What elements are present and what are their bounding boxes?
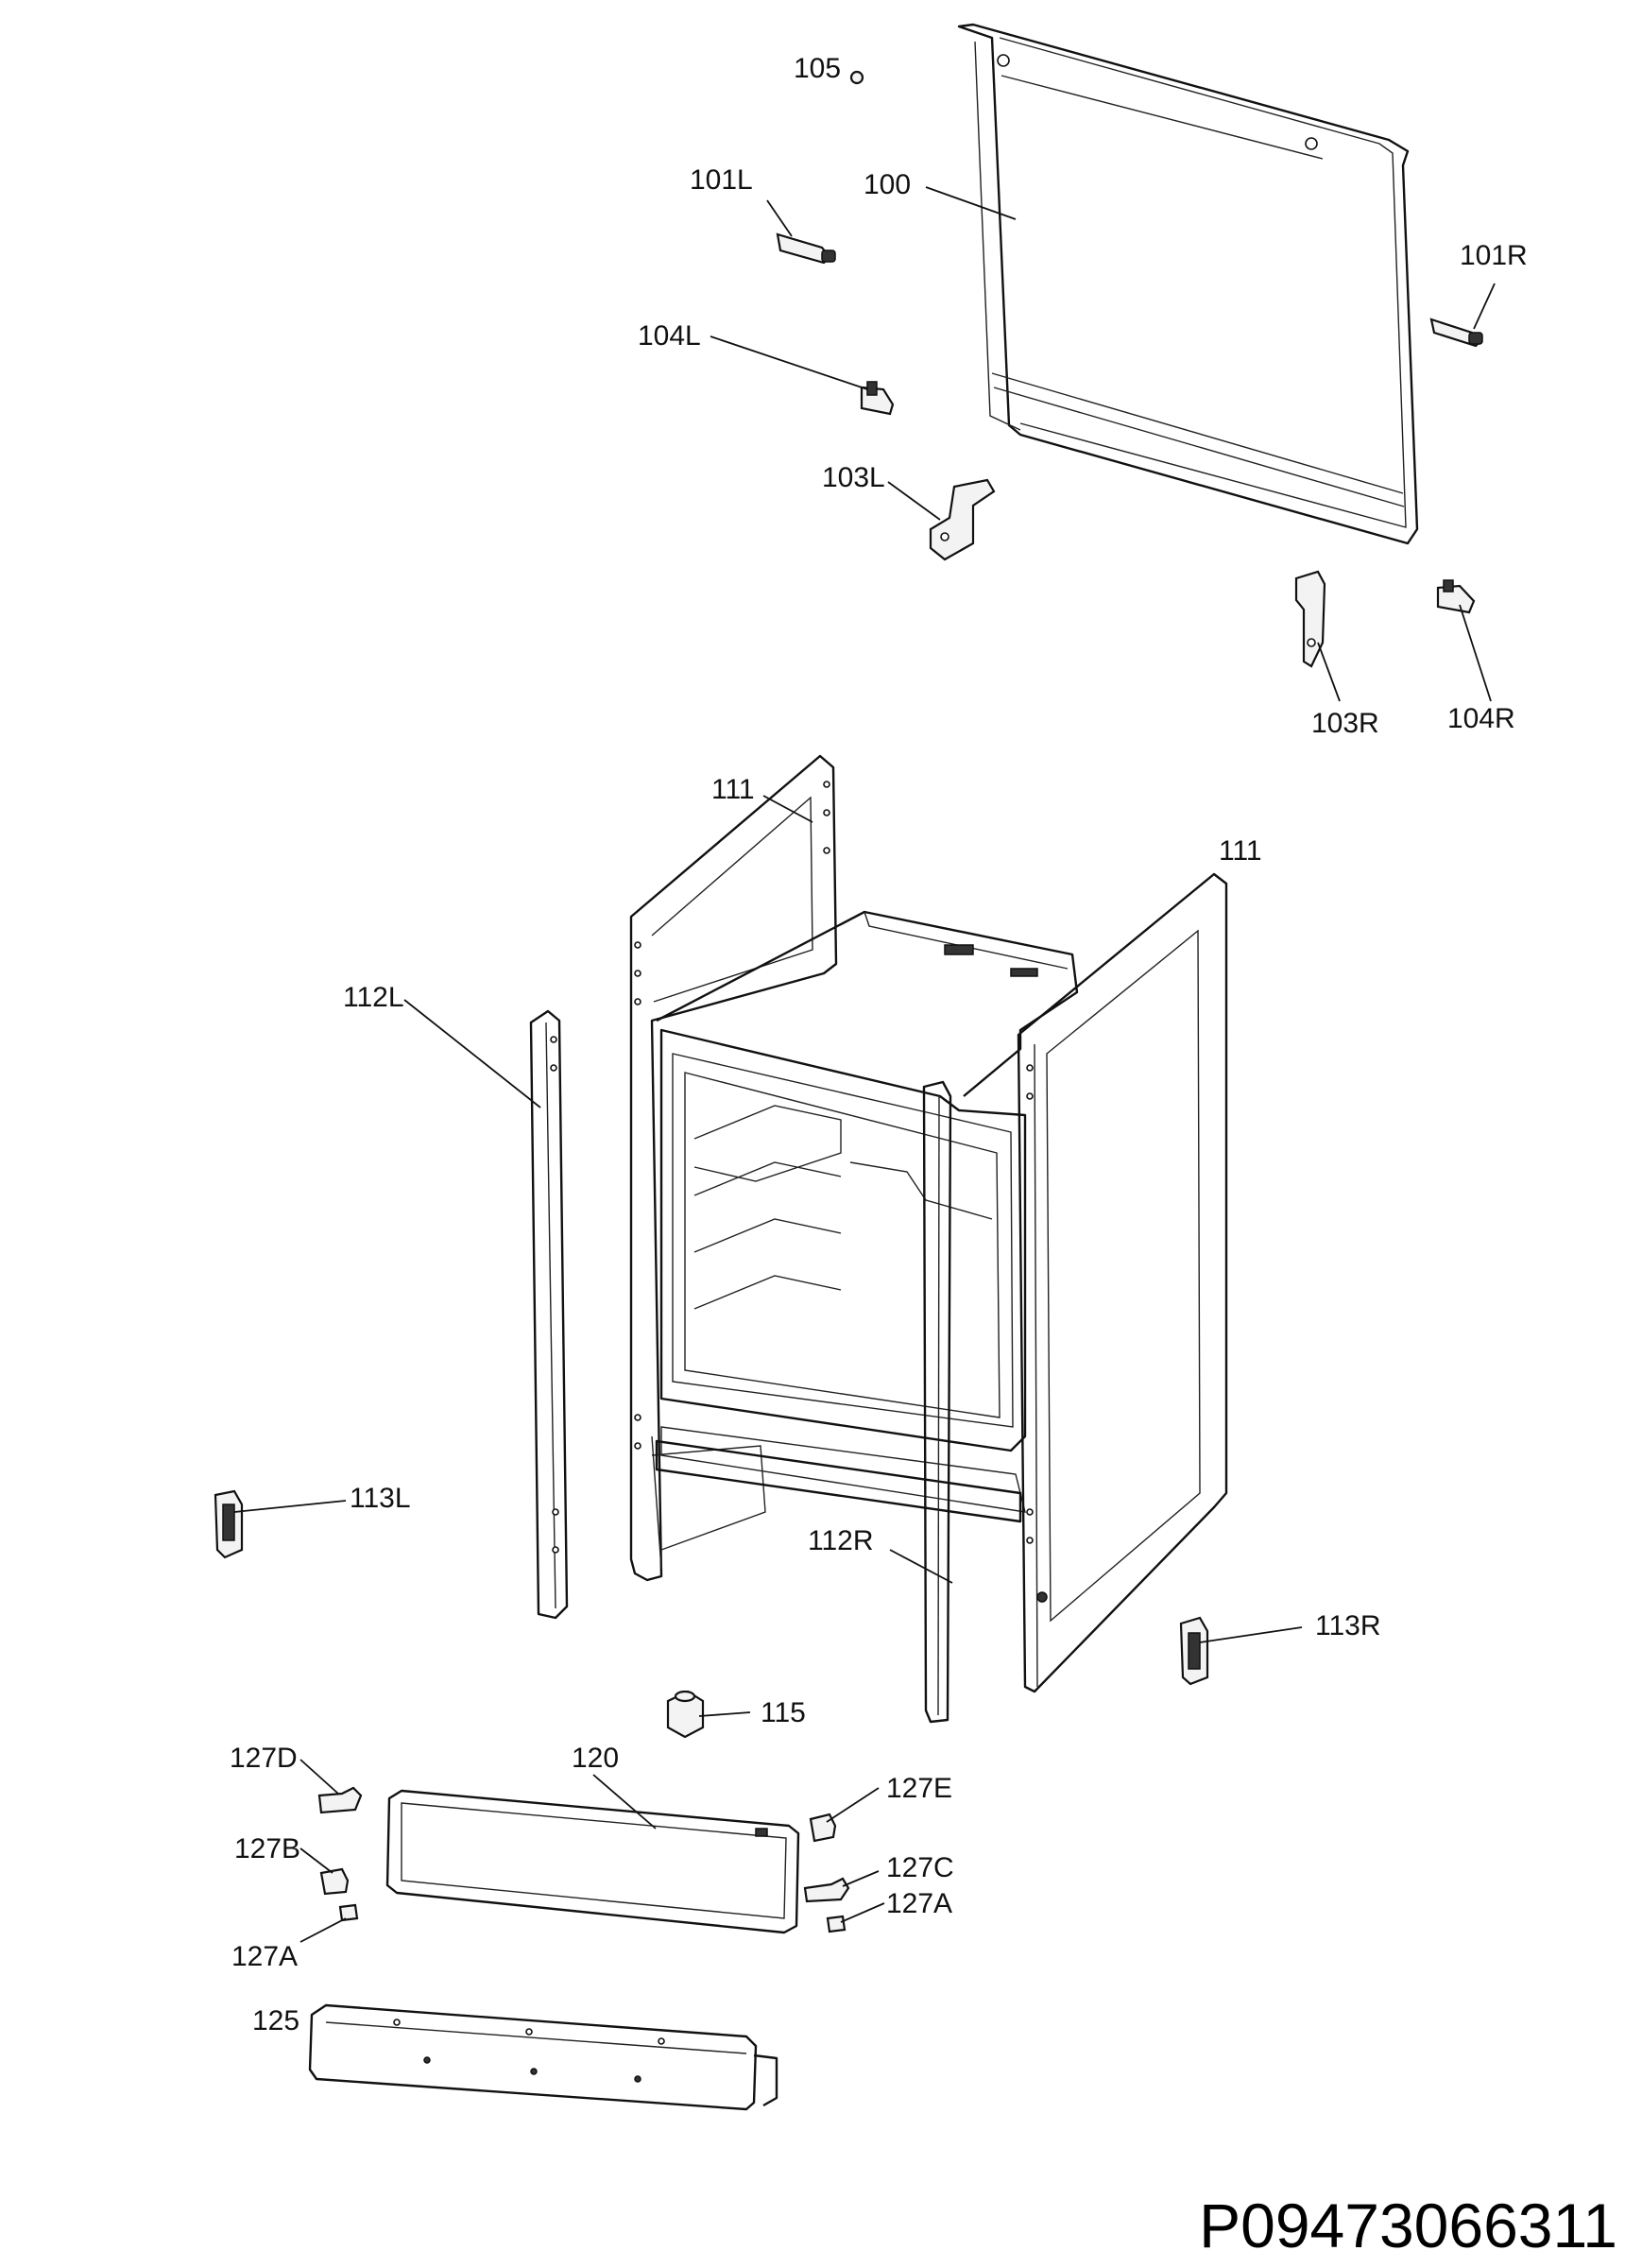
- label-105: 105: [794, 53, 841, 84]
- part-104L-bracket: [860, 381, 895, 416]
- label-113L: 113L: [350, 1483, 411, 1514]
- label-104R: 104R: [1447, 703, 1515, 734]
- label-112L: 112L: [343, 982, 404, 1013]
- label-100: 100: [864, 169, 911, 200]
- drawing-code: P09473066311: [1199, 2191, 1617, 2260]
- label-104L: 104L: [638, 320, 701, 352]
- part-120-plinth-panel: [385, 1789, 800, 1934]
- part-100-glass-panel: [957, 23, 1419, 545]
- label-101R: 101R: [1460, 240, 1528, 271]
- part-112L-front-strip: [529, 1009, 569, 1620]
- part-104R-bracket: [1436, 579, 1476, 614]
- part-112R-front-strip: [922, 1080, 952, 1724]
- part-113L-clip: [214, 1489, 244, 1559]
- part-101R-hinge-pin: [1429, 318, 1483, 348]
- label-127B: 127B: [234, 1833, 300, 1864]
- part-127B-clip: [319, 1867, 350, 1896]
- part-113R-clip: [1179, 1616, 1209, 1686]
- label-115: 115: [761, 1697, 806, 1728]
- label-111-left: 111: [711, 774, 755, 805]
- label-127A-right: 127A: [886, 1888, 952, 1919]
- part-127C-clip: [803, 1877, 850, 1903]
- part-115-foot: [666, 1690, 705, 1739]
- label-111-right: 111: [1219, 835, 1262, 867]
- label-103R: 103R: [1311, 708, 1379, 739]
- label-103L: 103L: [822, 462, 885, 493]
- label-120: 120: [572, 1743, 619, 1774]
- part-127D-clip: [317, 1786, 363, 1814]
- part-103L-bracket: [929, 478, 996, 561]
- part-101L-hinge-pin: [776, 232, 836, 265]
- label-127E: 127E: [886, 1773, 952, 1804]
- label-113R: 113R: [1315, 1610, 1381, 1641]
- leader-lines: [233, 186, 1496, 1943]
- label-127A-left: 127A: [231, 1941, 298, 1972]
- part-127A-right-clip: [826, 1915, 847, 1933]
- label-127D: 127D: [230, 1743, 298, 1774]
- label-112R: 112R: [808, 1525, 874, 1556]
- oven-cavity: [655, 910, 1079, 1523]
- part-105-screw: [849, 70, 864, 85]
- part-111-right-side-panel: [1017, 872, 1228, 1693]
- part-125-plinth: [308, 2003, 778, 2111]
- label-101L: 101L: [690, 164, 753, 196]
- label-125: 125: [252, 2005, 299, 2036]
- part-103R-bracket: [1294, 570, 1326, 668]
- label-127C: 127C: [886, 1852, 954, 1883]
- part-111-left-side-panel: [629, 754, 838, 1582]
- part-127A-left-clip: [338, 1903, 359, 1922]
